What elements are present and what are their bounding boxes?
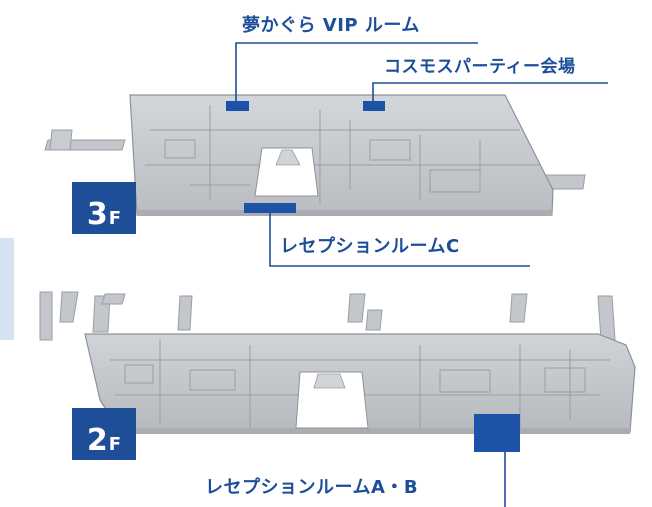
floor-badge-number: 3 (86, 197, 108, 232)
floor-badge-suffix: F (108, 434, 122, 455)
leader-line-reception-c (269, 213, 530, 267)
room-marker-reception-ab[interactable] (474, 414, 520, 452)
label-reception-room-ab[interactable]: レセプションルームA・B (205, 477, 419, 498)
floor-badge-number: 2 (86, 423, 108, 458)
label-reception-room-c[interactable]: レセプションルームC (280, 236, 460, 257)
room-marker-cosmos-party-hall[interactable] (363, 101, 385, 111)
label-cosmos-party-hall[interactable]: コスモスパーティー会場 (384, 57, 576, 77)
leader-line-cosmos (372, 82, 608, 101)
floor-badge-suffix: F (108, 208, 122, 229)
floor-3f-plate (44, 94, 586, 216)
room-marker-yume-kagura-vip[interactable] (226, 101, 249, 111)
room-marker-reception-c[interactable] (244, 203, 296, 213)
leader-line-yume-kagura (235, 42, 478, 101)
label-yume-kagura-vip-room[interactable]: 夢かぐら VIP ルーム (242, 15, 420, 36)
side-tab (0, 238, 14, 340)
